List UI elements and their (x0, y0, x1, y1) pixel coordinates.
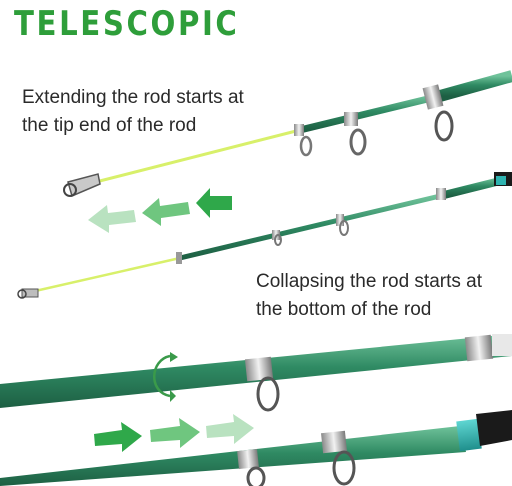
left-arrow-icon (142, 198, 190, 226)
rod-extended-top (63, 70, 512, 198)
rod-guide (272, 230, 282, 246)
rod-guide (321, 430, 356, 486)
collapse-caption: Collapsing the rod starts at the bottom … (256, 268, 482, 324)
extend-caption: Extending the rod starts at the tip end … (22, 84, 244, 140)
extend-caption-line: Extending the rod starts at (22, 87, 244, 108)
rod-tip-middle (17, 288, 39, 299)
rod-collapsed-bottom (0, 410, 512, 486)
rod-guide (237, 449, 266, 486)
collapse-caption-line: Collapsing the rod starts at (256, 271, 483, 292)
rotate-arrows-icon (153, 352, 178, 402)
page-title: TELESCOPIC (14, 4, 240, 44)
rod-tip-top (63, 173, 101, 198)
rod-collapsed-lower (0, 334, 512, 412)
right-arrow-icon (150, 418, 200, 448)
left-arrow-icon (196, 188, 232, 218)
left-arrow-icon (88, 205, 136, 233)
rod-guide (244, 356, 280, 412)
collapse-caption-line: the bottom of the rod (256, 299, 432, 320)
rod-guide (294, 124, 313, 157)
rod-guide (344, 112, 367, 156)
rod-guide (336, 214, 349, 236)
rod-extended-middle (17, 172, 512, 299)
arrows-left (88, 188, 232, 233)
rod-guide (434, 110, 454, 142)
right-arrow-icon (206, 414, 254, 444)
extend-caption-line: the tip end of the rod (22, 115, 197, 136)
arrows-right (94, 414, 254, 452)
right-arrow-icon (94, 422, 142, 452)
